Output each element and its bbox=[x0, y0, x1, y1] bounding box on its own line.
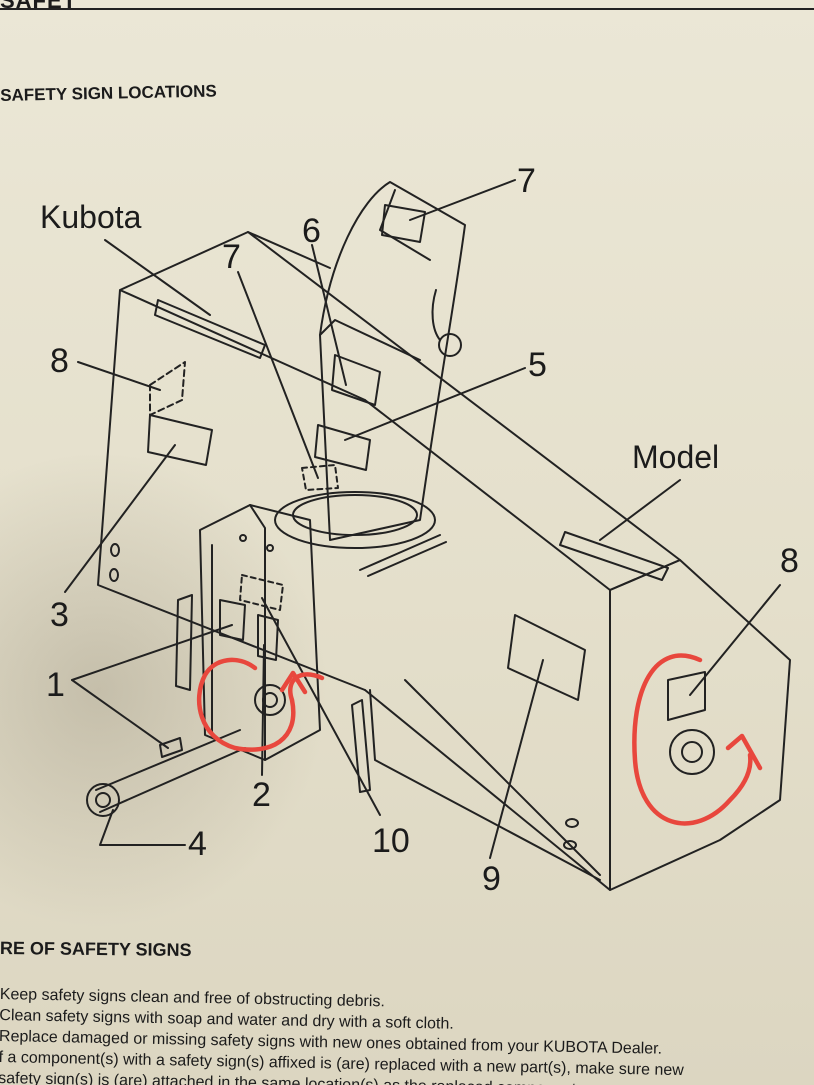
leader-7-ring bbox=[237, 271, 319, 479]
sign-model bbox=[559, 531, 669, 581]
left-mount-bracket bbox=[175, 594, 193, 691]
label-1: 1 bbox=[46, 666, 65, 704]
housing-bottom bbox=[364, 689, 611, 891]
label-kubota: Kubota bbox=[40, 199, 142, 235]
leader-4 bbox=[99, 809, 186, 846]
leader-10 bbox=[261, 597, 381, 816]
red-circle-gearbox-icon bbox=[196, 657, 325, 752]
panel-hole-3 bbox=[565, 818, 579, 828]
leader-kubota bbox=[104, 239, 211, 316]
leader-5 bbox=[344, 367, 526, 441]
sign-8-left bbox=[149, 361, 186, 416]
chute-ring-inner bbox=[292, 494, 418, 536]
right-bearing-hub bbox=[681, 741, 703, 763]
leader-8-right bbox=[689, 584, 781, 696]
leader-3 bbox=[64, 444, 176, 593]
right-bearing-flange bbox=[669, 729, 715, 775]
red-annotations bbox=[196, 653, 763, 826]
header-rule bbox=[0, 0, 814, 10]
label-8-left: 8 bbox=[50, 342, 69, 380]
leader-2 bbox=[261, 644, 265, 776]
sign-1-a bbox=[219, 599, 246, 641]
label-9: 9 bbox=[482, 860, 501, 898]
gearbox-hole-2 bbox=[266, 544, 274, 552]
leader-8-left bbox=[77, 361, 161, 391]
label-7-top: 7 bbox=[517, 162, 536, 200]
label-2: 2 bbox=[252, 776, 271, 814]
sign-8-right bbox=[667, 671, 706, 721]
label-4: 4 bbox=[188, 825, 207, 863]
label-8-right: 8 bbox=[780, 542, 799, 580]
red-arrowhead-gearbox-icon bbox=[279, 670, 308, 695]
chute-inner bbox=[319, 189, 431, 361]
sign-kubota bbox=[154, 299, 266, 359]
care-section-title: RE OF SAFETY SIGNS bbox=[0, 938, 192, 961]
housing-top bbox=[247, 231, 681, 591]
pto-yoke bbox=[86, 783, 120, 817]
label-6: 6 bbox=[302, 212, 321, 250]
sign-3 bbox=[147, 414, 213, 466]
gearbox-side bbox=[211, 504, 266, 761]
panel-hole-1 bbox=[110, 543, 120, 557]
leader-6 bbox=[311, 244, 347, 386]
sign-1-pto bbox=[159, 737, 183, 758]
leader-1-b bbox=[71, 679, 169, 749]
label-5: 5 bbox=[528, 346, 547, 384]
sign-6 bbox=[331, 354, 381, 406]
leader-1-a bbox=[71, 624, 233, 681]
label-model: Model bbox=[632, 439, 719, 475]
center-mount-bracket bbox=[351, 699, 371, 793]
chute-spring bbox=[359, 534, 447, 577]
sign-1-b bbox=[257, 614, 279, 661]
leader-9 bbox=[489, 659, 544, 859]
label-10: 10 bbox=[372, 822, 410, 860]
gearbox-hole-1 bbox=[239, 534, 247, 542]
gearbox-shaft-flange bbox=[254, 684, 286, 716]
sign-9 bbox=[507, 614, 586, 701]
red-arrowhead-bearing-icon bbox=[725, 733, 763, 771]
leader-model bbox=[599, 479, 681, 541]
chute-outer bbox=[319, 181, 466, 541]
chute-ring bbox=[274, 491, 436, 549]
leader-7-top bbox=[409, 179, 516, 221]
chute-deflector-rod bbox=[431, 289, 441, 341]
label-7-ring: 7 bbox=[222, 238, 241, 276]
care-instructions: Keep safety signs clean and free of obst… bbox=[0, 984, 814, 1085]
chute-knob bbox=[438, 333, 462, 357]
panel-hole-4 bbox=[563, 840, 577, 850]
pto-yoke-inner bbox=[95, 792, 111, 808]
sign-5 bbox=[314, 424, 371, 471]
label-3: 3 bbox=[50, 596, 69, 634]
sign-7-top bbox=[381, 204, 426, 243]
sign-10 bbox=[239, 574, 284, 611]
panel-hole-2 bbox=[109, 568, 119, 582]
sign-7-ring bbox=[301, 464, 339, 491]
photo-shadow bbox=[0, 450, 330, 930]
housing-front-lip bbox=[404, 679, 601, 876]
page-header-fragment: SAFET bbox=[0, 0, 78, 13]
red-circle-bearing-icon bbox=[632, 653, 753, 826]
